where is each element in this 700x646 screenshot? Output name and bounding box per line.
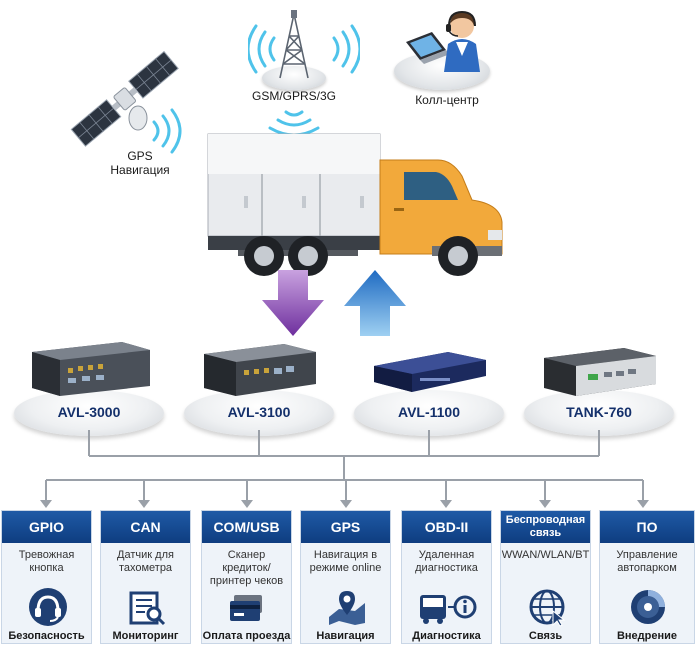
column-description: Удаленная диагностика <box>415 549 478 574</box>
gps-label-line1: GPS <box>127 149 153 163</box>
column-title: OBD-II <box>402 511 491 543</box>
device-pedestal <box>14 390 164 436</box>
arrow-up-icon <box>344 270 406 336</box>
column-footer: Мониторинг <box>112 630 179 642</box>
device-name: AVL-1100 <box>398 404 460 420</box>
bus-info-icon <box>420 595 477 624</box>
cell-tower-icon <box>279 10 309 79</box>
column-description: WWAN/WLAN/BT <box>501 549 590 561</box>
device-avl-3100[interactable]: AVL-3100 <box>184 338 334 438</box>
tank-760-device-icon <box>544 348 656 396</box>
gps-label-line2: Навигация <box>110 163 170 177</box>
avl-1100-device-icon <box>374 352 486 392</box>
device-avl-1100[interactable]: AVL-1100 <box>354 338 504 438</box>
feature-column-can[interactable]: CAN Датчик для тахометра Мониторинг <box>100 510 191 644</box>
feature-column-software[interactable]: ПО Управление автопарком Внедрение <box>599 510 695 644</box>
device-avl-3000[interactable]: AVL-3000 <box>14 338 164 438</box>
column-description: Датчик для тахометра <box>117 549 174 574</box>
arrow-down-icon <box>262 270 324 336</box>
credit-card-icon <box>230 595 262 621</box>
map-pin-icon <box>329 591 365 625</box>
satellite-icon <box>70 50 179 147</box>
document-search-icon <box>129 591 166 626</box>
column-footer: Оплата проезда <box>202 630 291 642</box>
column-title: CAN <box>101 511 190 543</box>
column-title: COM/USB <box>202 511 291 543</box>
feature-column-gps[interactable]: GPS Навигация в режиме online Навигация <box>300 510 391 644</box>
column-footer: Связь <box>528 630 563 642</box>
column-description: Управление автопарком <box>616 549 678 574</box>
column-footer: Безопасность <box>8 630 85 642</box>
device-pedestal <box>524 390 674 436</box>
headset-icon <box>29 588 67 626</box>
feature-column-wireless[interactable]: Беспроводная связь WWAN/WLAN/BT Связь <box>500 510 591 644</box>
globe-cursor-icon <box>529 589 566 627</box>
gsm-label: GSM/GPRS/3G <box>251 89 337 103</box>
signal-waves-left-icon <box>248 24 276 74</box>
column-title: GPIO <box>2 511 91 543</box>
avl-3000-device-icon <box>32 342 150 396</box>
column-footer: Навигация <box>316 630 375 642</box>
gps-signal-icon <box>152 108 182 154</box>
column-title: GPS <box>301 511 390 543</box>
tower-pedestal <box>262 66 326 90</box>
column-footer: Диагностика <box>412 630 481 642</box>
column-footer: Внедрение <box>616 630 678 642</box>
call-center-label: Колл-центр <box>415 93 479 107</box>
signal-waves-right-icon <box>332 24 360 74</box>
column-title: ПО <box>600 511 694 543</box>
device-name: TANK-760 <box>566 404 632 420</box>
disc-icon <box>631 590 665 624</box>
truck-icon <box>207 133 503 276</box>
column-description: Навигация в режиме online <box>309 549 382 574</box>
column-title: Беспроводная связь <box>501 511 590 543</box>
device-pedestal <box>184 390 334 436</box>
device-name: AVL-3100 <box>227 404 291 420</box>
device-name: AVL-3000 <box>57 404 121 420</box>
feature-column-gpio[interactable]: GPIO Тревожная кнопка Безопасность <box>1 510 92 644</box>
avl-3100-device-icon <box>204 344 316 396</box>
column-description: Тревожная кнопка <box>18 549 75 574</box>
column-description: Сканер кредиток/ принтер чеков <box>209 549 284 587</box>
gps-label: GPS Навигация <box>90 149 190 177</box>
call-center-operator-icon <box>406 10 480 72</box>
feature-column-com-usb[interactable]: COM/USB Сканер кредиток/ принтер чеков О… <box>201 510 292 644</box>
feature-column-obd-ii[interactable]: OBD-II Удаленная диагностика Диагностика <box>401 510 492 644</box>
device-pedestal <box>354 390 504 436</box>
device-tank-760[interactable]: TANK-760 <box>524 338 674 438</box>
connector-lines <box>40 430 649 508</box>
